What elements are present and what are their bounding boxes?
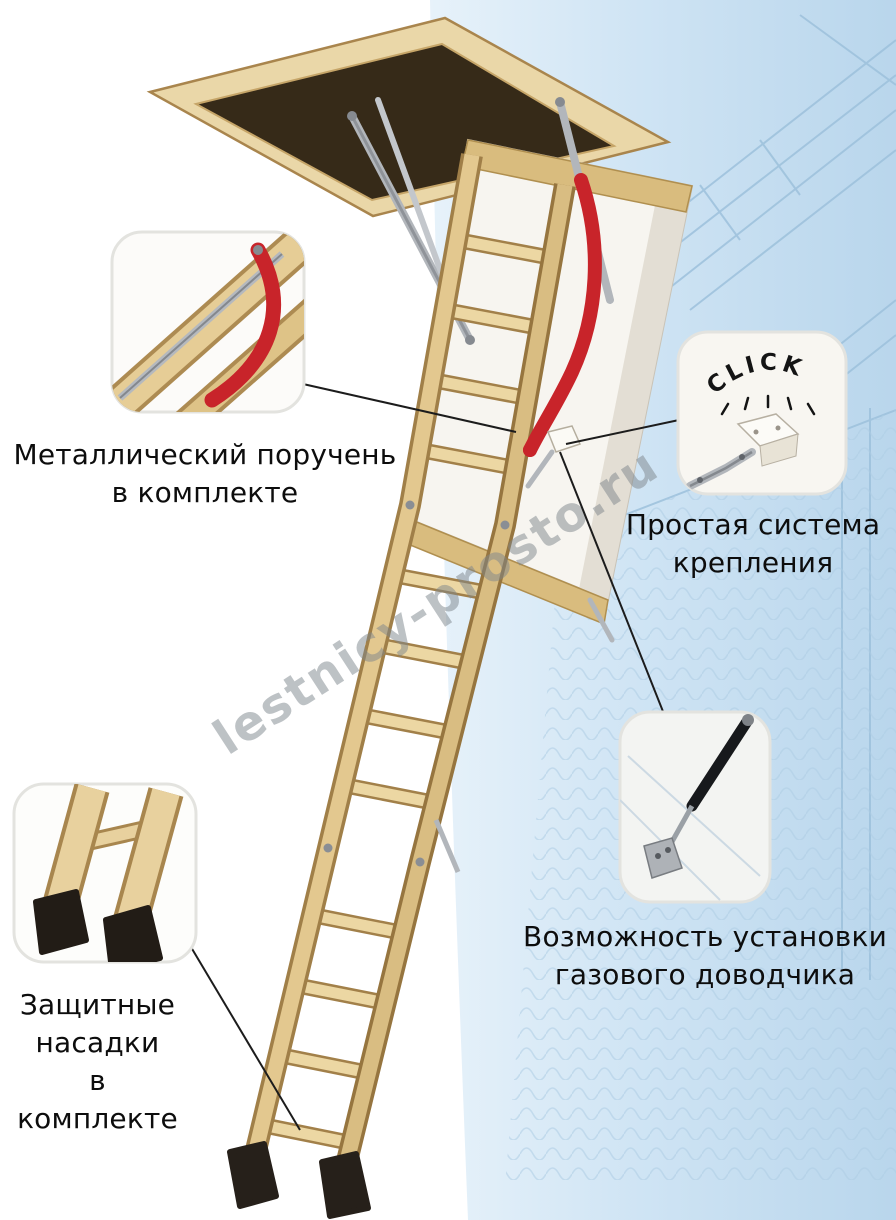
- callout-feet: [12, 782, 198, 964]
- callout-handrail: [110, 230, 306, 414]
- gas-label-line2: газового доводчика: [554, 958, 856, 991]
- mounting-label-line2: крепления: [672, 546, 834, 579]
- feet-label-line3: в комплекте: [17, 1064, 178, 1135]
- feet-label-line2: насадки: [35, 1026, 160, 1059]
- handrail-label-line1: Металлический поручень: [13, 438, 397, 471]
- handrail-label-line2: в комплекте: [111, 476, 299, 509]
- gas-label-line1: Возможность установки: [523, 920, 887, 953]
- feet-label: Защитные насадки в комплекте: [5, 986, 190, 1138]
- connector-lines: [181, 383, 680, 1131]
- mounting-bracket: [525, 425, 582, 489]
- mounting-label-line1: Простая система: [625, 508, 881, 541]
- hatch-door: [397, 138, 694, 643]
- handrail: [523, 173, 602, 457]
- callout-gas-strut: [618, 710, 772, 904]
- callout-click: CLICK: [676, 330, 848, 496]
- mounting-label: Простая система крепления: [610, 506, 896, 582]
- handrail-label: Металлический поручень в комплекте: [10, 436, 400, 512]
- feet-label-line1: Защитные: [19, 988, 176, 1021]
- ladder: [227, 153, 576, 1219]
- gas-label: Возможность установки газового доводчика: [520, 918, 890, 994]
